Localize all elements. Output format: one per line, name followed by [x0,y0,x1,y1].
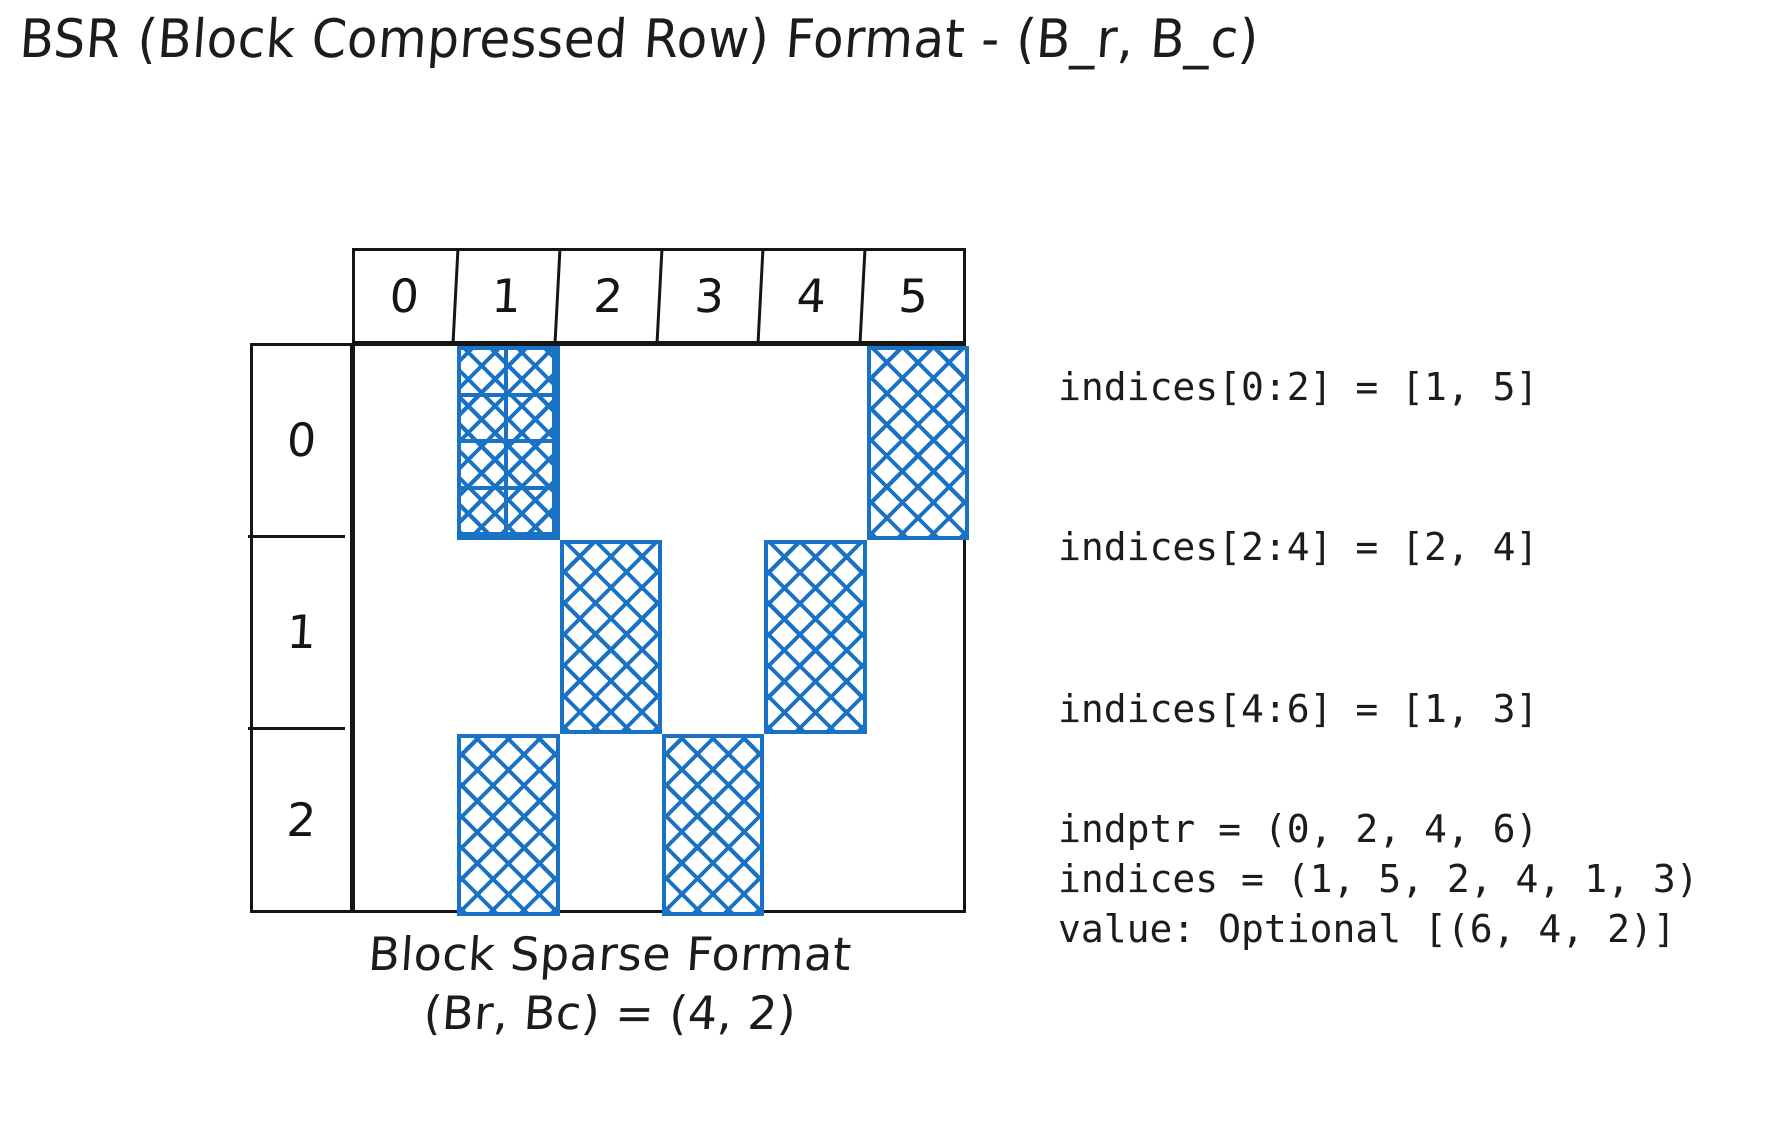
row-header-1: 1 [247,537,356,730]
block-sub-cell [461,489,509,536]
matrix-row-header-column: 0 1 2 [247,343,356,913]
block-sub-cell [461,396,509,443]
block-sub-cell [508,443,556,490]
column-header-3: 3 [658,251,765,341]
nonzero-block-r0-c1 [457,346,560,540]
annotation-indptr: indptr = (0, 2, 4, 6) [1058,807,1539,851]
caption-line-2: (Br, Bc) = (4, 2) [421,985,799,1040]
column-header-5: 5 [897,269,930,323]
nonzero-block-r1-c4 [764,540,867,734]
annotation-summary-block: indptr = (0, 2, 4, 6) indices = (1, 5, 2… [1058,810,1699,948]
block-sub-cell [508,396,556,443]
annotation-indices-row0: indices[0:2] = [1, 5] [1058,365,1539,409]
row-header-2: 2 [285,792,318,847]
nonzero-block-r2-c1 [457,734,560,916]
matrix-column-header-row: 0 1 2 3 4 5 [352,248,966,344]
page-title: BSR (Block Compressed Row) Format - (B_r… [17,8,1261,70]
column-header-2: 2 [556,251,663,341]
block-subdivision-grid [461,350,556,536]
nonzero-block-r1-c2 [559,540,662,734]
block-sparse-matrix-figure: 0 1 2 3 4 5 0 1 2 [247,248,969,916]
annotation-indices: indices = (1, 5, 2, 4, 1, 3) [1058,857,1699,901]
annotation-indices-row1: indices[2:4] = [2, 4] [1058,525,1539,569]
column-header-1: 1 [454,251,562,341]
row-header-0: 0 [247,346,356,538]
nonzero-block-r0-c5 [866,346,969,540]
block-sub-cell [508,350,556,397]
block-sub-cell [508,489,556,536]
caption-line-1: Block Sparse Format [366,927,854,981]
column-header-0: 0 [352,251,460,341]
annotation-indices-row2: indices[4:6] = [1, 3] [1058,687,1539,731]
figure-caption: Block Sparse Format (Br, Bc) = (4, 2) [250,925,970,1043]
block-sub-cell [461,443,509,490]
nonzero-block-r2-c3 [662,734,765,916]
block-sub-cell [461,350,509,397]
annotation-value: value: Optional [(6, 4, 2)] [1058,907,1676,951]
matrix-body [352,343,969,916]
column-header-4: 4 [759,251,867,341]
